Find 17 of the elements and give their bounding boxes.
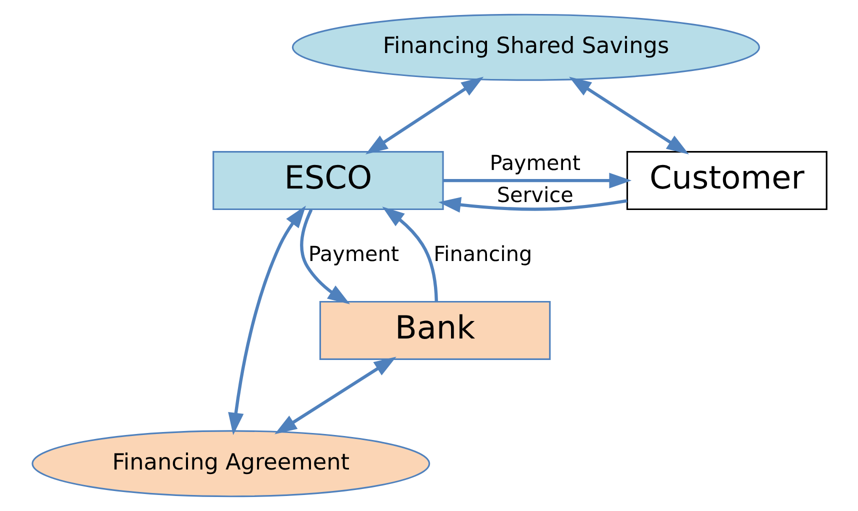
arrow	[443, 172, 632, 188]
arrow	[568, 76, 688, 154]
edge-label: Payment	[489, 151, 580, 176]
node-box: Bank	[318, 300, 550, 360]
node-box: ESCO	[212, 151, 444, 210]
arrow	[382, 206, 438, 302]
node-ellipse: Financing Agreement	[31, 430, 430, 498]
edge-label: Payment	[308, 242, 399, 266]
arrow	[228, 206, 306, 436]
edge-label: Service	[496, 182, 573, 207]
arrow	[300, 209, 350, 304]
node-ellipse: Financing Shared Savings	[291, 14, 760, 81]
arrow	[365, 76, 484, 154]
arrow	[438, 197, 627, 213]
arrow	[274, 356, 396, 434]
edge-label: Financing	[433, 242, 532, 266]
node-box: Customer	[626, 151, 827, 210]
